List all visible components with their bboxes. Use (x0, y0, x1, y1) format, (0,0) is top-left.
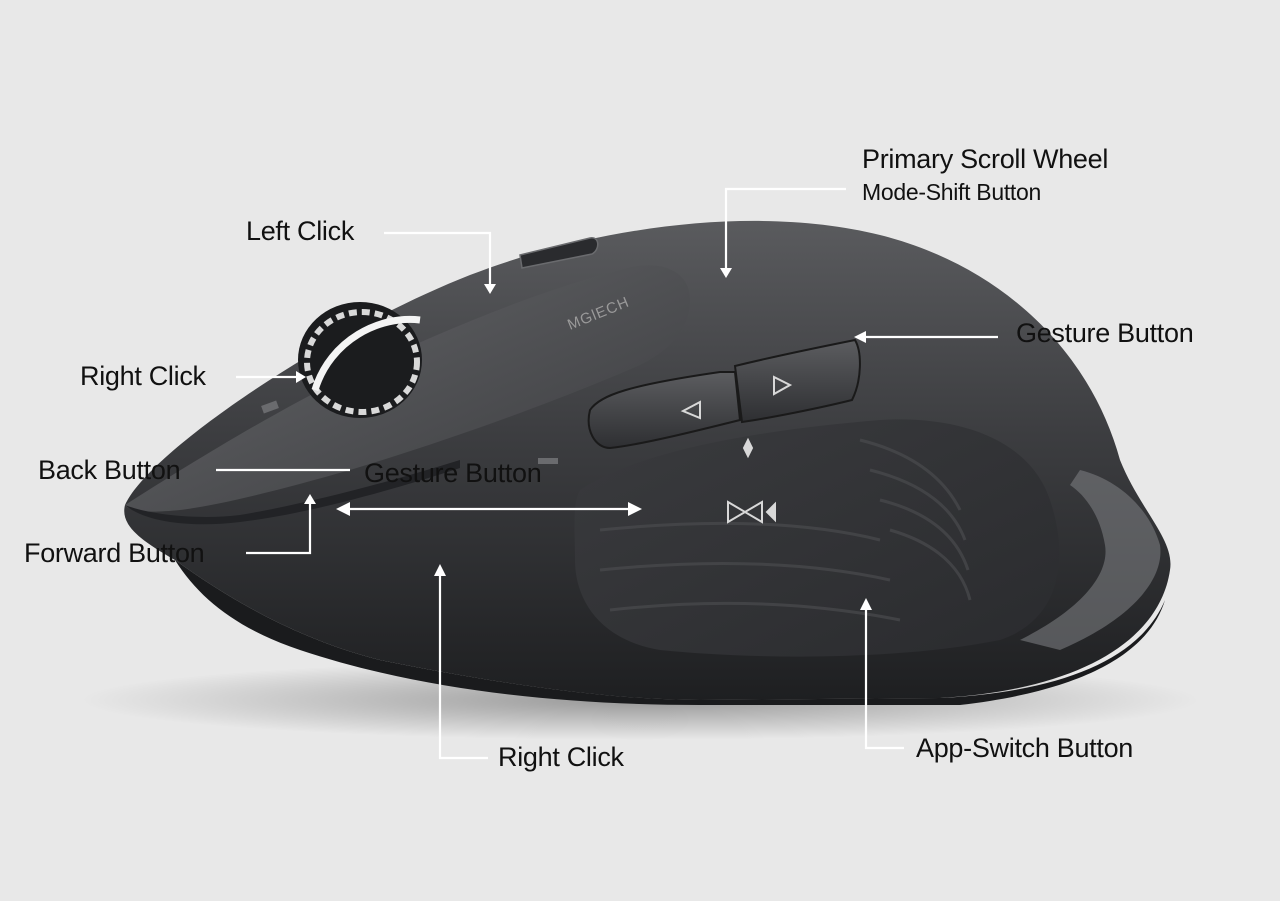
label-gesture-button-center: Gesture Button (364, 458, 542, 488)
label-right-click-top: Right Click (80, 361, 206, 391)
forward-nav-button (733, 338, 861, 424)
thumb-ridges (599, 438, 972, 622)
back-arrow-icon (680, 400, 701, 420)
label-right-click-bottom: Right Click (498, 742, 624, 772)
side-mark (538, 458, 558, 464)
leader-right-click-bottom (438, 570, 488, 760)
leader-left-click (384, 231, 492, 290)
leader-app-switch (864, 604, 904, 750)
top-shell-edge (125, 460, 460, 525)
forward-arrow-icon (773, 375, 793, 396)
label-forward-button: Forward Button (24, 538, 205, 568)
leader-primary-scroll (724, 187, 846, 268)
scroll-wheel-icon (298, 302, 422, 418)
side-mark-2 (261, 400, 279, 414)
arrowheads (296, 268, 872, 610)
label-gesture-button-right: Gesture Button (1016, 318, 1194, 348)
mode-shift-button (519, 237, 599, 269)
nav-buttons (587, 338, 861, 450)
label-left-click: Left Click (246, 216, 355, 246)
gesture-icon (727, 437, 776, 524)
label-back-button: Back Button (38, 455, 181, 485)
label-app-switch-button: App-Switch Button (916, 733, 1134, 763)
leader-forward-button (246, 500, 312, 555)
label-primary-scroll-wheel: Primary Scroll Wheel (862, 144, 1109, 174)
back-nav-button (587, 371, 742, 450)
rear-rim (1020, 470, 1161, 650)
label-mode-shift-button: Mode-Shift Button (862, 179, 1042, 205)
lower-side (175, 560, 1165, 705)
leader-lines (216, 187, 998, 760)
